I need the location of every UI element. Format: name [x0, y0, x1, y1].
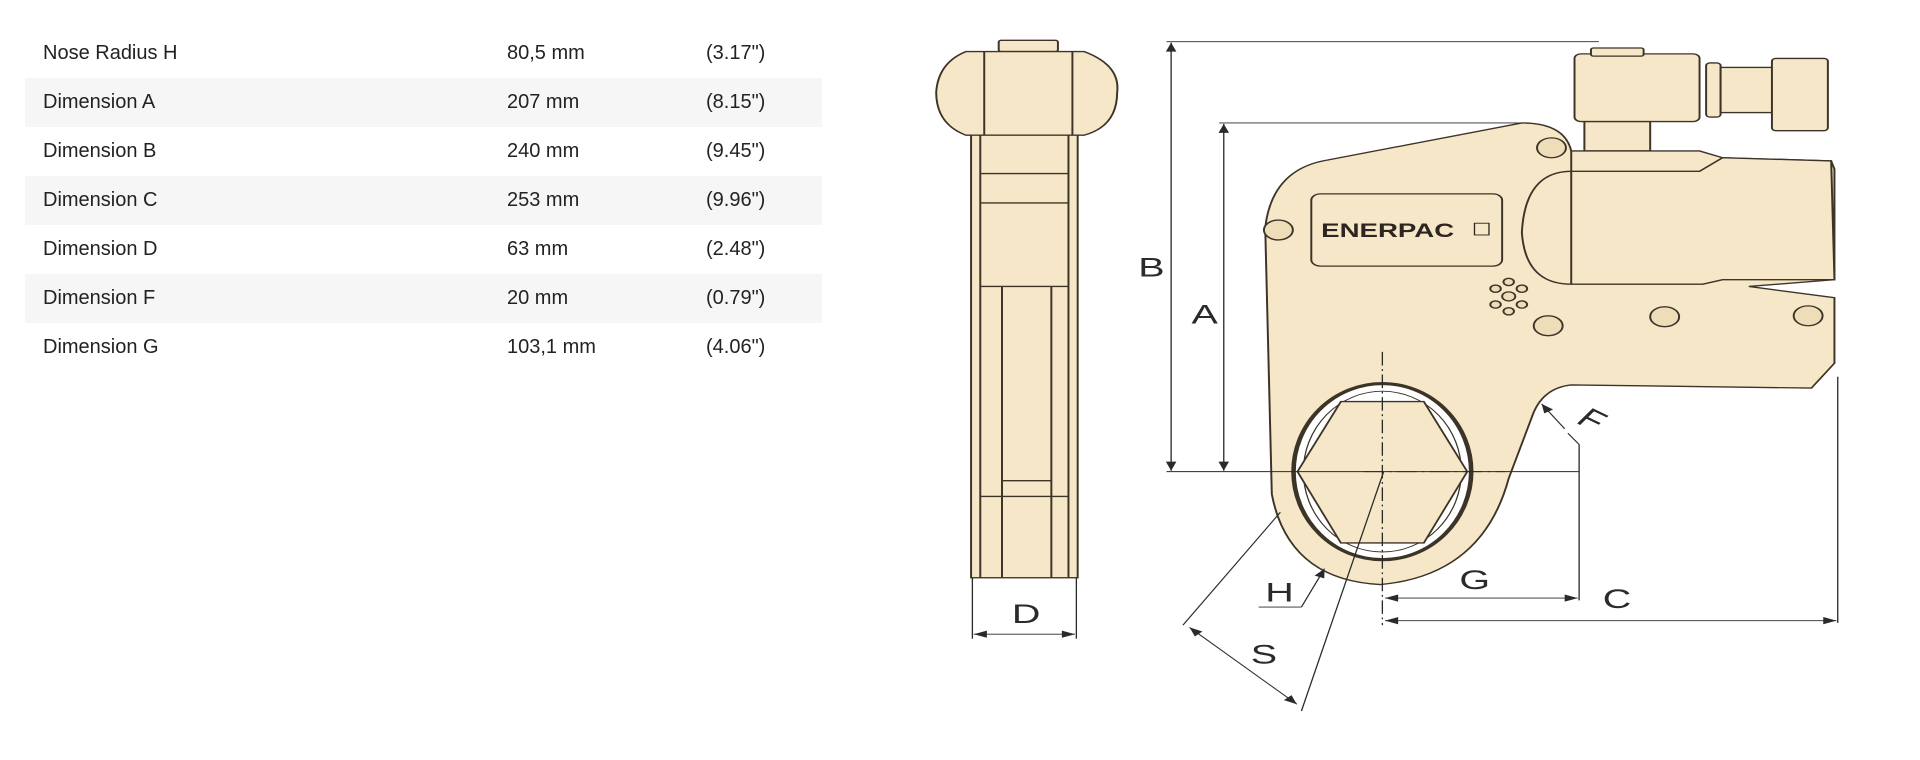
table-row: Dimension G 103,1 mm (4.06"): [25, 323, 822, 372]
spec-label: Dimension B: [43, 140, 157, 162]
spec-label: Dimension F: [43, 287, 156, 309]
spec-imperial: (2.48"): [706, 238, 766, 260]
spec-metric: 80,5 mm: [507, 42, 585, 64]
spec-label: Dimension G: [43, 336, 159, 358]
spec-metric: 20 mm: [507, 287, 569, 309]
front-view: [1262, 47, 1836, 586]
spec-label: Dimension D: [43, 238, 158, 260]
spec-imperial: (4.06"): [706, 336, 766, 358]
spec-imperial: (9.45"): [706, 140, 766, 162]
table-row: Dimension C 253 mm (9.96"): [25, 176, 822, 225]
spec-imperial: (3.17"): [706, 42, 766, 64]
spec-metric: 253 mm: [507, 189, 580, 211]
label-s: S: [1251, 640, 1277, 670]
specifications-table: Nose Radius H 80,5 mm (3.17") Dimension A 2…: [25, 29, 822, 372]
spec-imperial: (9.96"): [706, 189, 766, 211]
spec-metric: 63 mm: [507, 238, 569, 260]
tool-dimension-diagram: ENERPAC B A C D F G H S: [935, 39, 1839, 712]
table-row: Dimension B 240 mm (9.45"): [25, 127, 822, 176]
label-d: D: [1012, 599, 1041, 629]
label-g: G: [1459, 565, 1490, 595]
spec-metric: 240 mm: [507, 140, 580, 162]
label-h: H: [1265, 578, 1294, 608]
spec-imperial: (8.15"): [706, 91, 766, 113]
side-view: [935, 39, 1119, 579]
spec-imperial: (0.79"): [706, 287, 766, 309]
spec-metric: 207 mm: [507, 91, 580, 113]
label-b: B: [1138, 253, 1164, 283]
spec-metric: 103,1 mm: [507, 336, 596, 358]
spec-label: Nose Radius H: [43, 42, 178, 64]
logo-mark-icon: [1473, 222, 1490, 236]
label-f: F: [1569, 403, 1614, 437]
table-row: Dimension F 20 mm (0.79"): [25, 274, 822, 323]
table-row: Dimension A 207 mm (8.15"): [25, 78, 822, 127]
label-c: C: [1603, 584, 1632, 614]
table-row: Dimension D 63 mm (2.48"): [25, 225, 822, 274]
spec-label: Dimension A: [43, 91, 156, 113]
spec-label: Dimension C: [43, 189, 158, 211]
enerpac-logo: ENERPAC: [1321, 221, 1454, 242]
label-a: A: [1192, 299, 1219, 329]
dimension-lines: [971, 41, 1839, 712]
table-row: Nose Radius H 80,5 mm (3.17"): [25, 29, 822, 78]
